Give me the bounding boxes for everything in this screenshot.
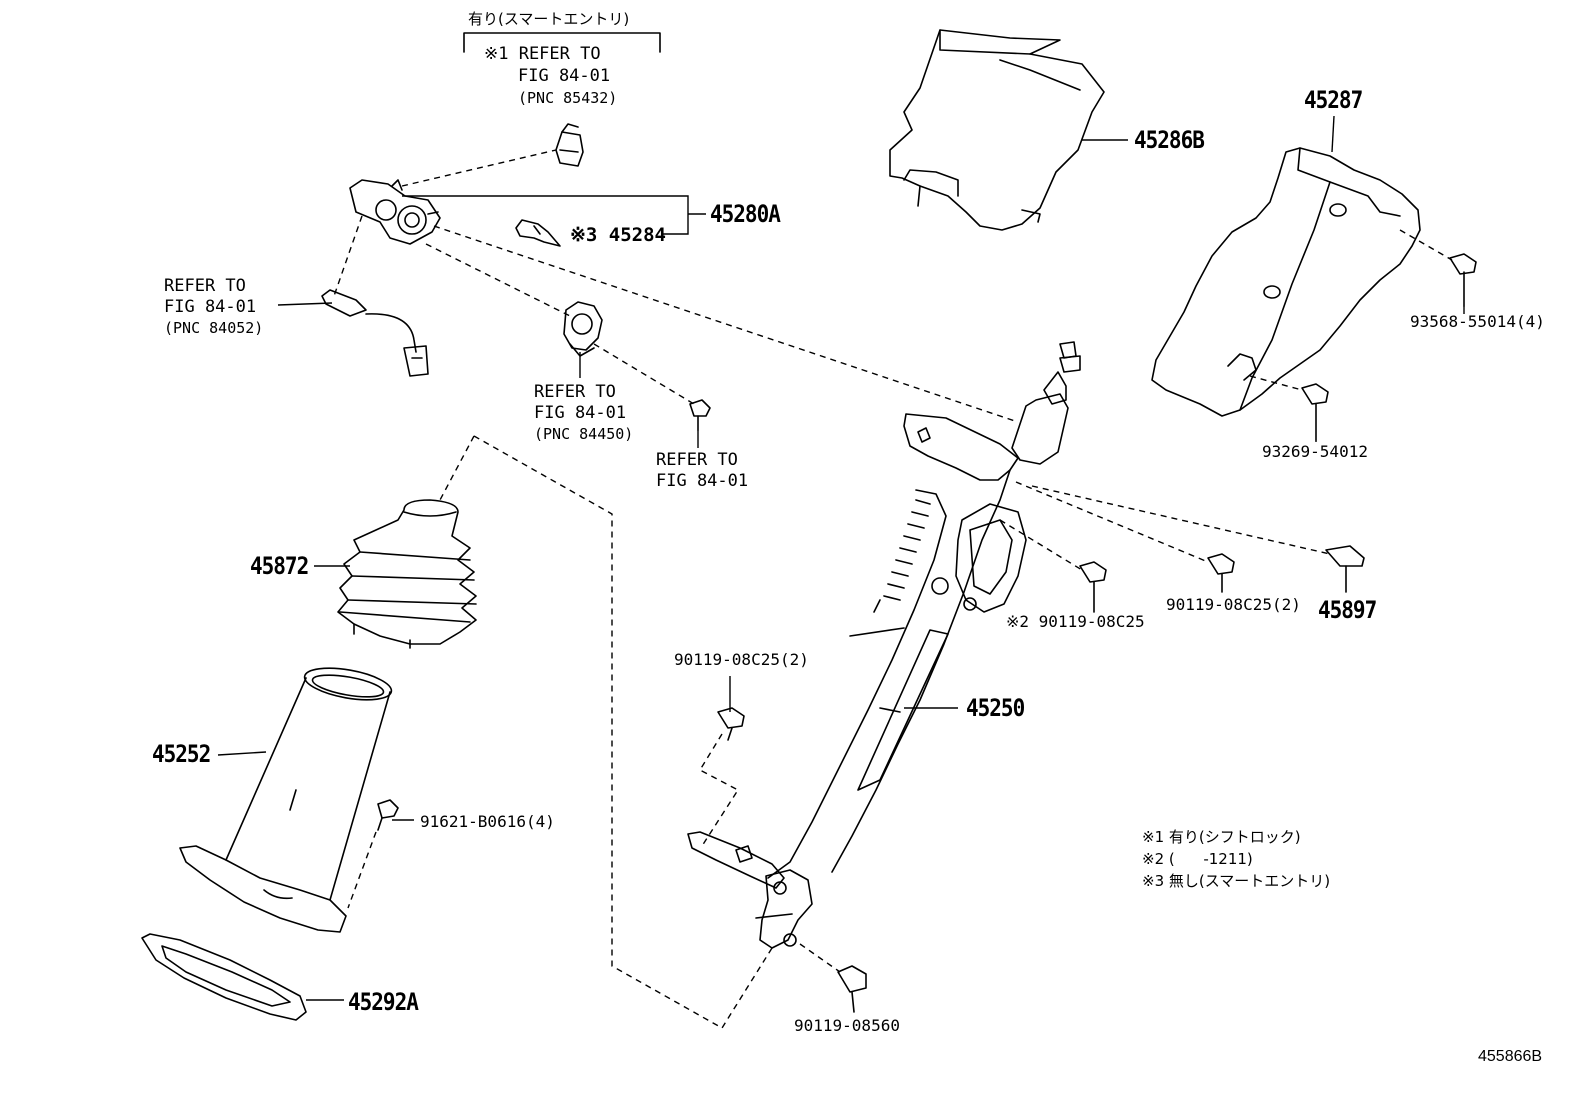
ref-84052-line1: REFER TO <box>164 276 246 296</box>
label-45897: 45897 <box>1318 596 1377 624</box>
label-45284: ※3 45284 <box>570 224 666 246</box>
part-screw-91621 <box>377 799 399 831</box>
label-45252: 45252 <box>152 740 211 768</box>
note-1: ※1 有り(シフトロック) <box>1142 828 1301 846</box>
label-93568: 93568-55014(4) <box>1410 312 1545 331</box>
part-bolt-93568 <box>1449 253 1477 307</box>
ref-85432-line2: FIG 84-01 <box>518 66 611 86</box>
part-45872-boot <box>337 499 477 649</box>
ref-84450-line2: FIG 84-01 <box>534 403 627 423</box>
part-bolt-90119b <box>1207 553 1235 593</box>
part-45286B-upper-cover <box>889 29 1105 231</box>
ref-84450-line1: REFER TO <box>534 382 616 402</box>
part-45287-lower-cover <box>1151 147 1421 417</box>
part-wire-84052 <box>321 289 429 377</box>
label-90119-08560: 90119-08560 <box>794 1016 900 1035</box>
label-90119-08C25-note2: ※2 90119-08C25 <box>1006 612 1145 631</box>
part-45252-cone <box>179 667 393 933</box>
ref-84450-line3: (PNC 84450) <box>534 425 634 443</box>
label-45286B: 45286B <box>1134 126 1205 154</box>
dashed-lines <box>333 149 1453 1029</box>
part-bolt-45897 <box>1325 545 1365 593</box>
leader-lines <box>217 115 1465 1001</box>
ref-84052-line3: (PNC 84052) <box>164 319 264 337</box>
ref-screw-line1: REFER TO <box>656 450 738 470</box>
label-45287: 45287 <box>1304 86 1363 114</box>
part-connector-85432 <box>555 123 584 167</box>
part-45292A-gasket <box>141 933 307 1021</box>
label-45250: 45250 <box>966 694 1025 722</box>
label-91621: 91621-B0616(4) <box>420 812 555 831</box>
label-90119-08C25-2-left: 90119-08C25(2) <box>674 650 809 669</box>
header-bracket <box>463 32 661 53</box>
label-45872: 45872 <box>250 552 309 580</box>
note-3: ※3 無し(スマートエントリ) <box>1142 872 1331 890</box>
label-93269: 93269-54012 <box>1262 442 1368 461</box>
label-45292A: 45292A <box>348 988 419 1016</box>
note-2: ※2 ( -1211) <box>1142 850 1253 868</box>
part-45280A-lock-assembly <box>349 179 441 245</box>
ref-85432-line1: ※1 REFER TO <box>484 44 601 64</box>
part-bolt-90119a <box>1079 561 1107 613</box>
figure-code: 455866B <box>1478 1048 1543 1065</box>
ref-84052-line2: FIG 84-01 <box>164 297 257 317</box>
part-bolt-90119d <box>837 965 867 1013</box>
part-45284 <box>515 219 561 247</box>
ref-85432-line3: (PNC 85432) <box>518 89 618 107</box>
label-45280A: 45280A <box>710 200 781 228</box>
part-bolt-93269 <box>1301 383 1329 441</box>
part-screw-84-01 <box>689 399 711 431</box>
part-45250-column <box>687 341 1081 949</box>
header-jp: 有り(スマートエントリ) <box>468 10 630 28</box>
part-switch-84450 <box>563 301 603 357</box>
label-90119-08C25-2-right: 90119-08C25(2) <box>1166 595 1301 614</box>
ref-screw-line2: FIG 84-01 <box>656 471 749 491</box>
